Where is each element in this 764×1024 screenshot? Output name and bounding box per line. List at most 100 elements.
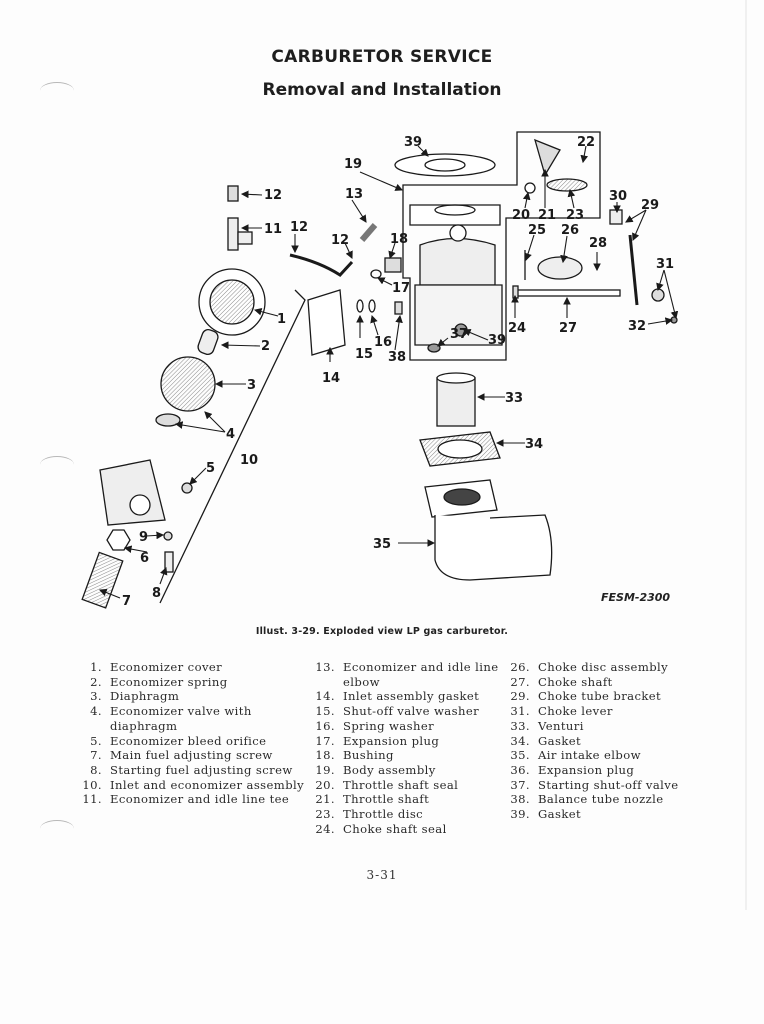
legend-item: 24.Choke shaft seal — [305, 822, 505, 837]
legend-item-number: 36. — [510, 762, 530, 777]
legend-item: 27.Choke shaft — [500, 675, 700, 690]
legend-item: 37.Starting shut-off valve — [500, 778, 700, 793]
callout-8: 8 — [152, 586, 161, 601]
legend-item-text: Throttle shaft seal — [343, 777, 459, 792]
legend-item-text: Bushing — [343, 748, 394, 763]
legend-item-text: Shut-off valve washer — [343, 704, 480, 719]
legend-item-number: 1. — [90, 660, 102, 674]
legend-item-number: 8. — [90, 762, 102, 777]
callout-28: 28 — [589, 236, 607, 251]
legend-item-number: 26. — [510, 660, 530, 674]
legend-item-number: 33. — [510, 718, 530, 733]
callout-13: 13 — [345, 187, 363, 202]
callout-11: 11 — [264, 222, 282, 237]
legend-item-text: Body assembly — [343, 762, 436, 777]
legend-item: 14. Inlet assembly gasket — [305, 689, 505, 704]
legend-item-text: Inlet assembly gasket — [343, 689, 480, 704]
legend-item: 13.Economizer and idle line elbow — [305, 660, 505, 689]
callout-26: 26 — [561, 223, 579, 238]
callout-19: 19 — [344, 157, 362, 172]
legend-item: 29.Choke tube bracket — [500, 689, 700, 704]
callout-12: 12 — [331, 233, 349, 248]
legend-item-text: Gasket — [538, 733, 582, 748]
callout-18: 18 — [390, 232, 408, 247]
legend-item-text: Air intake elbow — [538, 748, 641, 763]
legend-item-number: 16. — [315, 718, 335, 733]
callout-39: 39 — [404, 135, 422, 150]
throttle-disc-part — [546, 178, 588, 192]
page-edge — [745, 0, 747, 910]
inlet-gasket-part — [307, 289, 346, 356]
legend-item: 8. Starting fuel adjusting screw — [72, 763, 312, 778]
callout-32: 32 — [628, 319, 646, 334]
legend-item: 35.Air intake elbow — [500, 748, 700, 763]
page-subtitle: Removal and Installation — [262, 80, 502, 100]
callout-1: 1 — [277, 312, 286, 327]
legend-item-text: Throttle disc — [343, 807, 424, 822]
callout-27: 27 — [559, 321, 577, 336]
legend-item: 2.Economizer spring — [72, 675, 312, 690]
legend-item-text: Venturi — [538, 718, 584, 733]
callout-22: 22 — [577, 135, 595, 150]
legend-item-number: 18. — [315, 748, 335, 763]
callout-36: 37 — [450, 327, 468, 342]
callout-37: 38 — [388, 350, 406, 365]
legend-item-text: Economizer spring — [110, 674, 228, 689]
callout-21: 21 — [538, 208, 556, 223]
inlet-body-part — [99, 459, 166, 526]
legend-item: 4. Economizer valve with diaphragm — [72, 704, 312, 733]
body-assembly-outline — [402, 131, 601, 361]
legend-item-number: 20. — [315, 777, 335, 792]
legend-item-number: 37. — [510, 777, 530, 792]
callout-24: 24 — [508, 321, 526, 336]
legend-item: 20. Throttle shaft seal — [305, 778, 505, 793]
legend-item: 10.Inlet and economizer assembly — [72, 778, 312, 793]
legend-item-number: 21. — [315, 792, 335, 807]
legend-item-number: 13. — [315, 660, 335, 674]
choke-shaft-part — [514, 289, 621, 297]
page-number: 3-31 — [366, 868, 398, 882]
choke-disc-part — [537, 256, 583, 280]
callout-9: 9 — [139, 530, 148, 545]
legend-item-text: Expansion plug — [538, 762, 635, 777]
legend-item-number: 23. — [315, 807, 335, 822]
binder-hole-mark — [40, 82, 74, 99]
page-title: CARBURETOR SERVICE — [271, 47, 493, 67]
legend-item-number: 38. — [510, 792, 530, 807]
callout-10: 10 — [240, 453, 258, 468]
legend-item-text: Choke shaft seal — [343, 821, 447, 836]
callout-6: 6 — [140, 551, 149, 566]
legend-item-text: Economizer valve with diaphragm — [110, 704, 252, 733]
legend-item-number: 19. — [315, 762, 335, 777]
legend-item: 3. Diaphragm — [72, 689, 312, 704]
legend-item: 21.Throttle shaft — [305, 792, 505, 807]
legend-item-number: 4. — [90, 704, 102, 719]
legend-item-text: Economizer and idle line tee — [110, 792, 290, 807]
callout-29: 29 — [641, 198, 659, 213]
legend-item-number: 3. — [90, 689, 102, 704]
legend-item-text: Economizer cover — [110, 660, 223, 674]
callout-35: 35 — [373, 537, 391, 552]
body-lower — [414, 284, 503, 346]
legend-item-number: 39. — [510, 807, 530, 822]
legend-item-text: Starting fuel adjusting screw — [110, 762, 293, 777]
legend-item-number: 7. — [90, 748, 102, 763]
legend-item: 15.Shut-off valve washer — [305, 704, 505, 719]
legend-item-text: Inlet and economizer assembly — [110, 777, 305, 792]
legend-item-number: 17. — [315, 733, 335, 748]
legend-item: 16.Spring washer — [305, 719, 505, 734]
callout-7: 7 — [122, 594, 131, 609]
legend-item: 1. Economizer cover — [72, 660, 312, 675]
legend-item: 7.Main fuel adjusting screw — [72, 748, 312, 763]
inlet-assembly-bracket — [159, 289, 306, 604]
legend-item-number: 34. — [510, 733, 530, 748]
figure-caption: Illust. 3-29. Exploded view LP gas carbu… — [255, 626, 509, 637]
legend-item-number: 14. — [315, 689, 335, 704]
legend-item: 23. Throttle disc — [305, 807, 505, 822]
gasket-39-part — [394, 153, 496, 177]
venturi-part — [436, 377, 476, 427]
legend-item: 18. Bushing — [305, 748, 505, 763]
legend-item-number: 31. — [510, 704, 530, 719]
legend-item-number: 11. — [82, 792, 102, 807]
legend-item-text: Diaphragm — [110, 689, 180, 704]
